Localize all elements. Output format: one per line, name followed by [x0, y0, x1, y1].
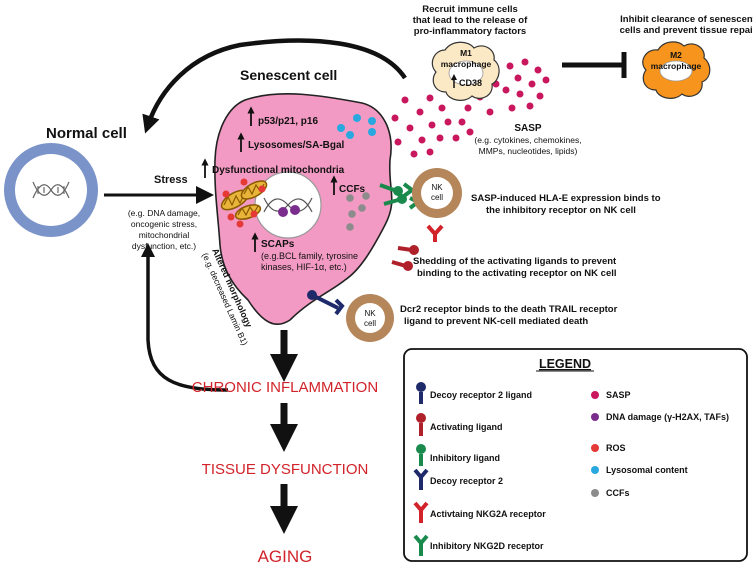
legend-dot-dna-damage — [591, 413, 599, 421]
legend-right-1: SASP — [606, 390, 631, 400]
svg-text:NK: NK — [364, 309, 376, 318]
svg-text:(e.g. DNA damage,: (e.g. DNA damage, — [128, 208, 200, 218]
svg-text:oncogenic stress,: oncogenic stress, — [131, 219, 197, 229]
legend-left-3: Inhibitory ligand — [430, 453, 500, 463]
normal-cell-title: Normal cell — [46, 125, 127, 142]
legend-dot-ros — [591, 444, 599, 452]
svg-text:p53/p21, p16: p53/p21, p16 — [258, 116, 318, 127]
ros-dots — [222, 178, 266, 228]
marker-p53: p53/p21, p16 — [247, 106, 318, 127]
legend-icon-inhibitory-ligand — [416, 444, 426, 466]
sasp-detail-1: (e.g. cytokines, chemokines, — [474, 135, 581, 145]
shedding-text-1: Shedding of the activating ligands to pr… — [413, 256, 617, 267]
legend-left-2: Activating ligand — [430, 422, 503, 432]
marker-ccfs: CCFs — [330, 175, 366, 195]
shed-ligands — [391, 245, 419, 271]
recruit-text-2: that lead to the release of — [413, 15, 528, 26]
activating-receptor — [426, 224, 444, 242]
shedding-text-2: binding to the activating receptor on NK… — [417, 268, 617, 279]
marker-mitochondria: Dysfunctional mitochondria — [201, 158, 345, 178]
sasp-detail-2: MMPs, nucleotides, lipids) — [479, 146, 578, 156]
nk-cell-1: NK cell — [412, 168, 462, 218]
legend-right-4: Lysosomal content — [606, 465, 688, 475]
legend-left-5: Activtaing NKG2A receptor — [430, 509, 546, 519]
svg-text:kinases, HIF-1α, etc.): kinases, HIF-1α, etc.) — [261, 262, 347, 272]
dcr2-text-1: Dcr2 receptor binds to the death TRAIL r… — [400, 304, 618, 315]
recruit-text-1: Recruit immune cells — [422, 4, 518, 15]
svg-text:dysfunction, etc.): dysfunction, etc.) — [132, 241, 196, 251]
dna-damage-dot — [290, 205, 300, 215]
legend-right-2: DNA damage (γ-H2AX, TAFs) — [606, 412, 729, 422]
ccf-dots — [346, 192, 370, 231]
outcome-aging: AGING — [258, 547, 313, 566]
dna-icon — [263, 197, 313, 213]
m1-macrophage: M1 macrophage CD38 — [431, 41, 500, 101]
legend-box — [403, 348, 748, 562]
legend-icon-decoy-ligand — [416, 382, 426, 404]
legend-right-5: CCFs — [606, 488, 630, 498]
svg-text:macrophage: macrophage — [651, 61, 702, 71]
inhibit-text-1: Inhibit clearance of senescent — [620, 14, 753, 25]
outcome-tissue-dysfunction: TISSUE DYSFUNCTION — [202, 461, 369, 478]
legend-left-6: Inhibitory NKG2D receptor — [430, 541, 544, 551]
senescent-cell-title: Senescent cell — [240, 67, 337, 83]
dna-icon — [32, 181, 70, 199]
svg-text:(e.g.BCL family, tyrosine: (e.g.BCL family, tyrosine — [261, 251, 358, 261]
svg-text:M1: M1 — [460, 48, 472, 58]
mitochondria — [220, 180, 268, 220]
m2-macrophage: M2 macrophage — [642, 41, 711, 99]
legend-dot-sasp — [591, 391, 599, 399]
nucleus — [254, 171, 322, 239]
legend-left-4: Decoy receptor 2 — [430, 476, 503, 486]
sasp-label: SASP — [514, 123, 542, 134]
legend-icon-activating-ligand — [416, 413, 426, 436]
svg-text:cell: cell — [364, 319, 376, 328]
hla-text-2: the inhibitory receptor on NK cell — [486, 205, 636, 216]
svg-text:Lysosomes/SA-Bgal: Lysosomes/SA-Bgal — [248, 140, 345, 151]
svg-text:SCAPs: SCAPs — [261, 239, 295, 250]
svg-text:CCFs: CCFs — [339, 184, 366, 195]
outcome-chronic-inflammation: CHRONIC INFLAMMATION — [192, 379, 378, 396]
normal-cell — [4, 143, 98, 237]
decoy-receptor-2 — [307, 290, 345, 316]
nk-cell-2: NK cell — [346, 294, 394, 342]
svg-text:CD38: CD38 — [459, 78, 482, 88]
dcr2-text-2: ligand to prevent NK-cell mediated death — [404, 316, 588, 327]
svg-text:macrophage: macrophage — [441, 59, 492, 69]
legend-icon-decoy-receptor — [413, 468, 429, 490]
legend-left-1: Decoy receptor 2 ligand — [430, 390, 532, 400]
svg-text:M2: M2 — [670, 50, 682, 60]
feedback-arrow-top — [142, 38, 407, 134]
legend-right-3: ROS — [606, 443, 626, 453]
svg-text:mitochondrial: mitochondrial — [139, 230, 190, 240]
feedback-arrow-bottom — [141, 243, 229, 392]
hla-text-1: SASP-induced HLA-E expression binds to — [471, 193, 661, 204]
legend-icon-activating-receptor — [413, 501, 429, 523]
svg-text:NK: NK — [431, 183, 443, 192]
sasp-dots — [391, 58, 550, 158]
inhibit-text-2: cells and prevent tissue repair — [620, 25, 753, 36]
legend-dot-ccfs — [591, 489, 599, 497]
legend-dot-lysosomal — [591, 466, 599, 474]
dna-damage-dot — [278, 207, 288, 217]
marker-scaps: SCAPs (e.g.BCL family, tyrosine kinases,… — [251, 232, 358, 272]
legend-title: LEGEND — [539, 357, 591, 371]
marker-lysosomes: Lysosomes/SA-Bgal — [237, 132, 345, 152]
legend-icon-inhibitory-receptor — [413, 534, 429, 556]
svg-text:cell: cell — [431, 193, 443, 202]
stress-label: Stress — [154, 174, 188, 186]
svg-text:Dysfunctional mitochondria: Dysfunctional mitochondria — [212, 165, 345, 176]
recruit-text-3: pro-inflammatory factors — [414, 26, 526, 37]
lysosomal-dots — [337, 114, 376, 139]
stress-examples: (e.g. DNA damage, oncogenic stress, mito… — [128, 208, 200, 251]
